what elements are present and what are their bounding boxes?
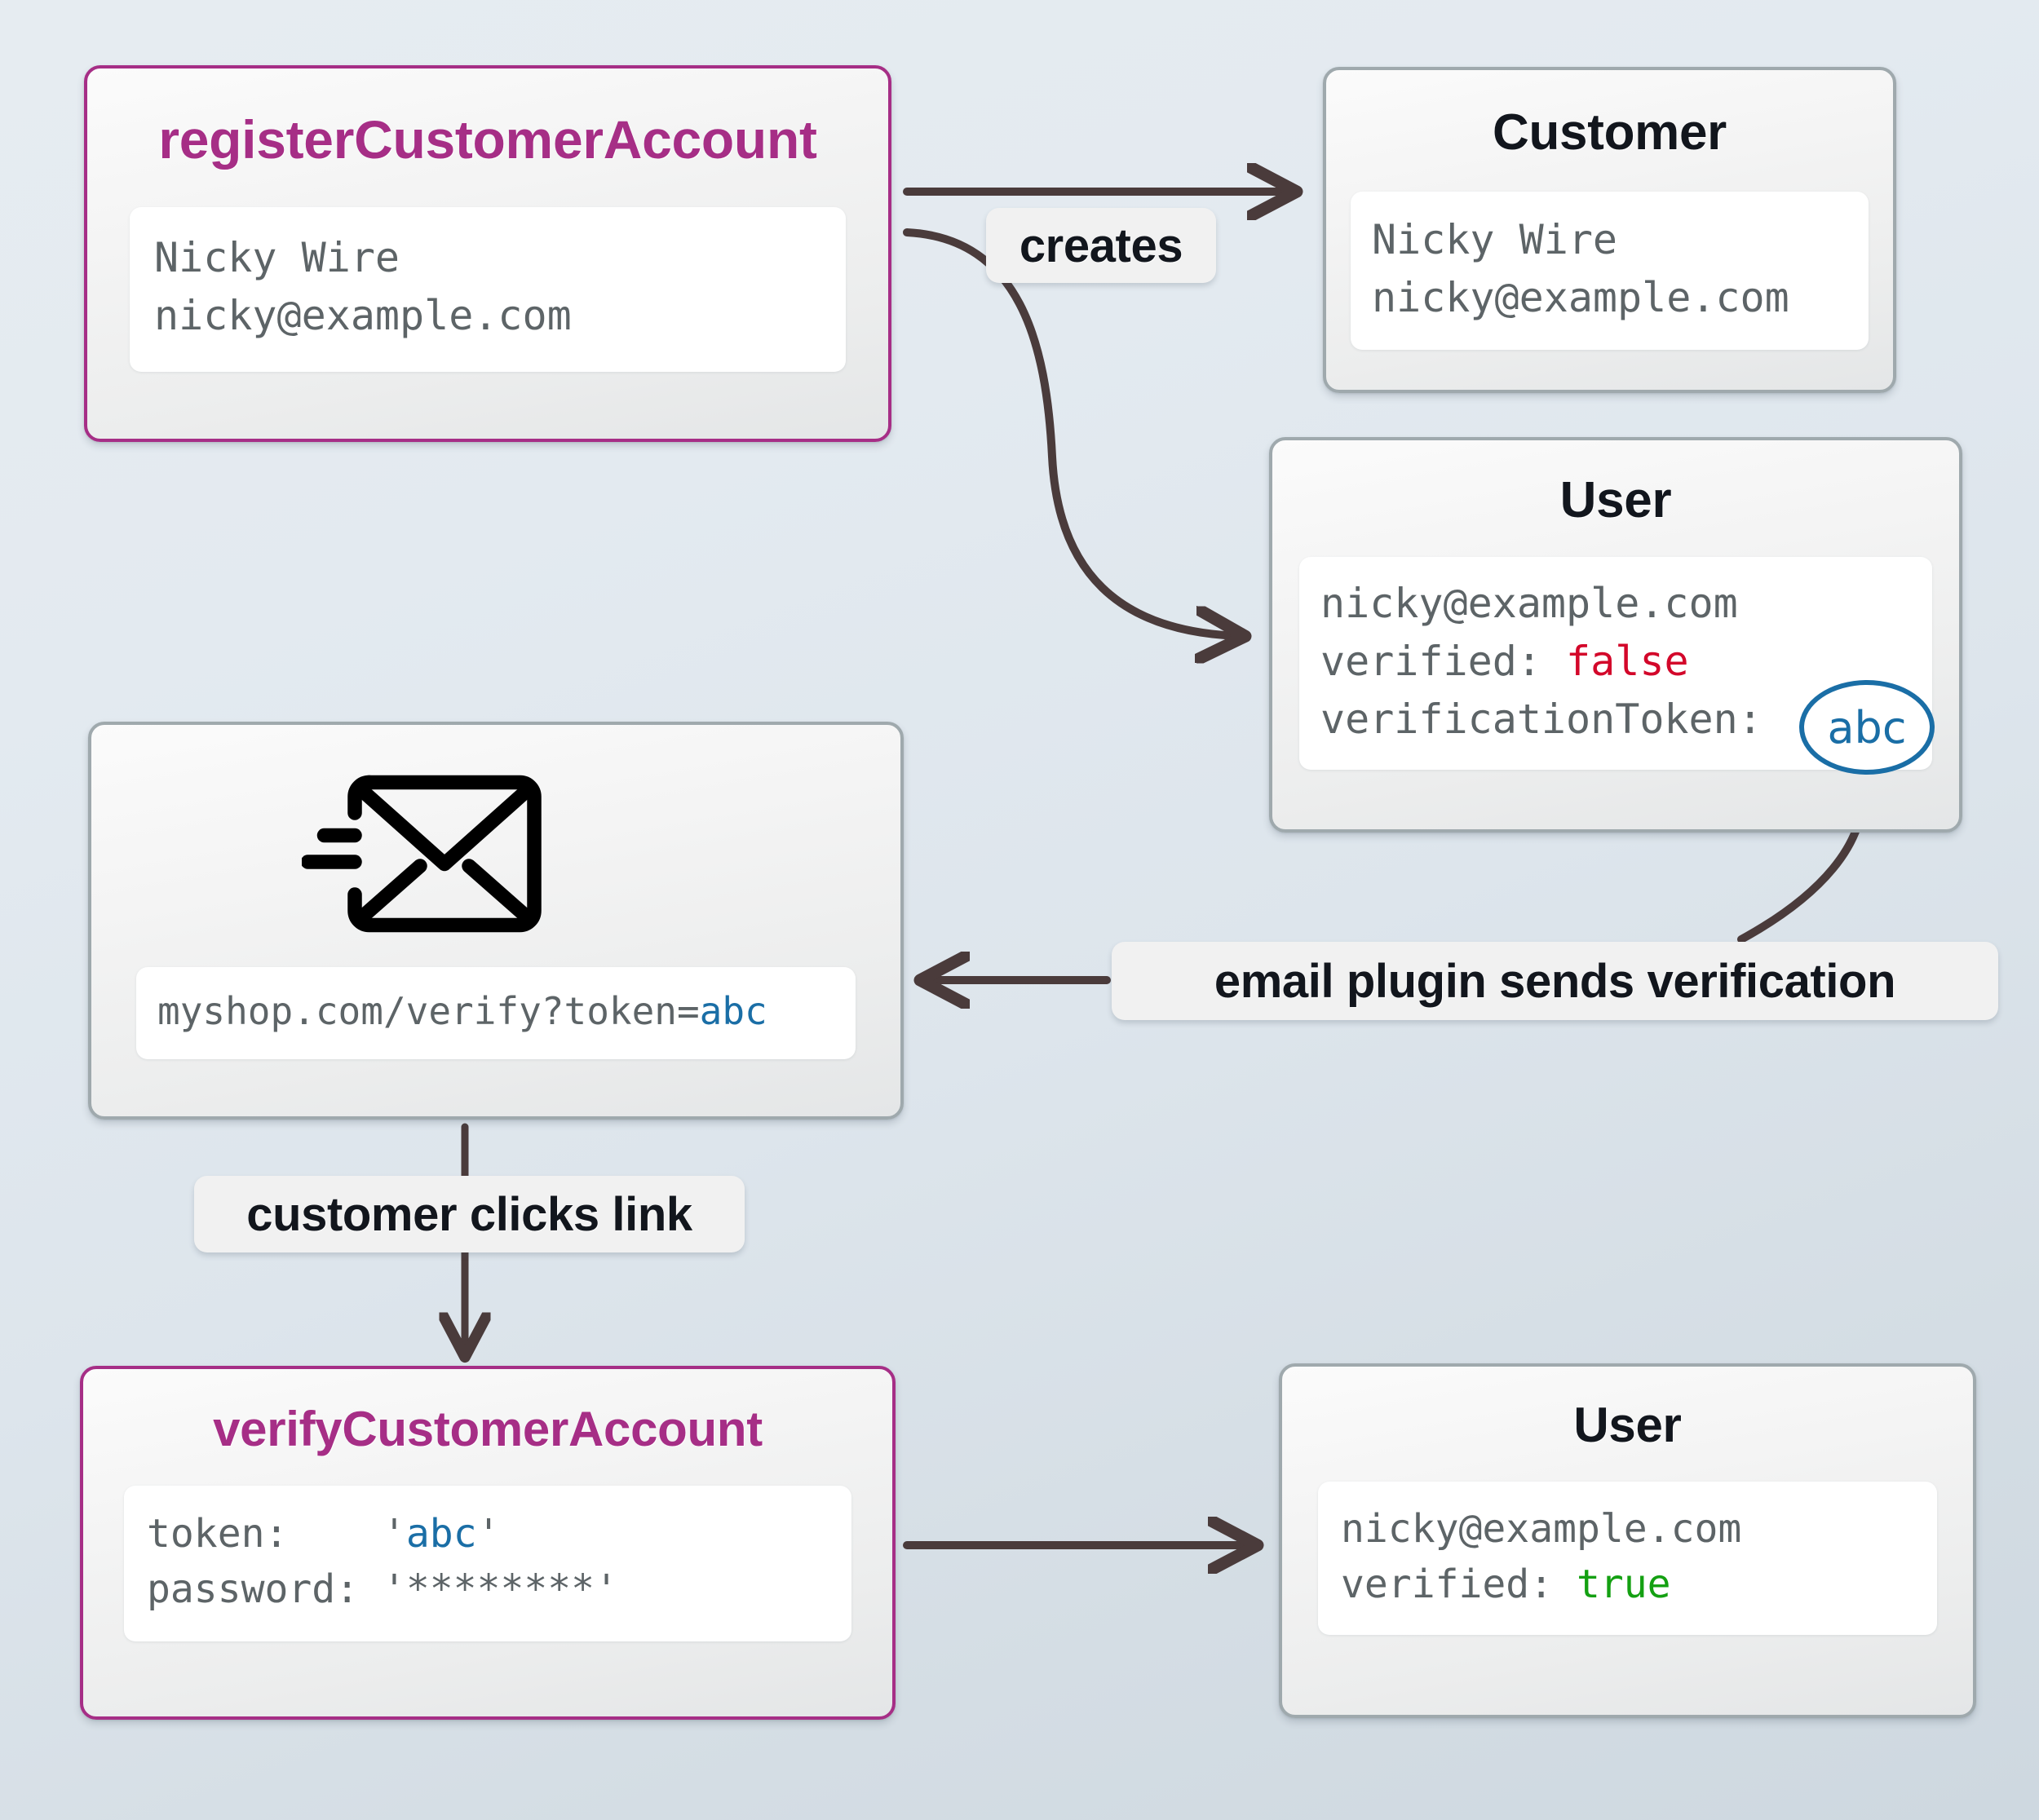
- field-token-quote-open: ': [382, 1511, 406, 1557]
- field-verification-token: verificationToken:: [1320, 691, 1911, 749]
- field-email: nicky@example.com: [1372, 274, 1789, 322]
- field-password-key: password:: [147, 1566, 383, 1613]
- verification-token-highlight: abc: [1799, 680, 1935, 775]
- node-customer[interactable]: Customer Nicky Wire nicky@example.com: [1323, 67, 1896, 393]
- field-token-quote-close: ': [476, 1511, 501, 1557]
- field-email: nicky@example.com: [1320, 580, 1738, 628]
- field-verified-value: true: [1576, 1562, 1671, 1608]
- node-title: User: [1573, 1398, 1682, 1452]
- field-email: nicky@example.com: [154, 292, 572, 340]
- field-verified-key: verified:: [1320, 638, 1567, 686]
- field-password-value: '********': [382, 1566, 618, 1613]
- envelope-send-icon: [302, 775, 542, 933]
- node-title: registerCustomerAccount: [158, 109, 817, 170]
- edge-label-customer-clicks-link: customer clicks link: [194, 1176, 745, 1252]
- field-verified-value: false: [1566, 638, 1689, 686]
- field-token-key: token:: [147, 1511, 383, 1557]
- node-fields-panel: nicky@example.com verified: true: [1318, 1482, 1937, 1636]
- node-fields-panel: token: 'abc' password: '********': [124, 1486, 851, 1642]
- field-verification-token-key: verificationToken:: [1320, 696, 1763, 744]
- edge-label-email-plugin-sends-verification: email plugin sends verification: [1112, 942, 1998, 1020]
- edge-register-to-user: [903, 228, 1240, 636]
- field-verified: verified: true: [1341, 1557, 1914, 1612]
- node-title: User: [1559, 472, 1672, 528]
- node-verify-customer-account[interactable]: verifyCustomerAccount token: 'abc' passw…: [80, 1366, 896, 1720]
- edge-label-creates: creates: [986, 208, 1216, 283]
- node-title: verifyCustomerAccount: [213, 1402, 763, 1456]
- node-register-customer-account[interactable]: registerCustomerAccount Nicky Wire nicky…: [84, 65, 891, 442]
- field-email: nicky@example.com: [1341, 1506, 1742, 1552]
- node-fields-panel: nicky@example.com verified: false verifi…: [1299, 557, 1932, 771]
- field-verified-key: verified:: [1341, 1562, 1577, 1608]
- verification-link-token: abc: [699, 989, 767, 1033]
- verification-link[interactable]: myshop.com/verify?token=abc: [157, 985, 834, 1038]
- verification-link-prefix: myshop.com/verify?token=: [157, 989, 700, 1033]
- field-name: Nicky Wire: [1372, 216, 1618, 264]
- field-name: Nicky Wire: [154, 234, 400, 282]
- verification-token-value: abc: [1827, 701, 1907, 753]
- verification-link-panel[interactable]: myshop.com/verify?token=abc: [136, 967, 856, 1060]
- field-verified: verified: false: [1320, 633, 1911, 691]
- field-token: token: 'abc': [147, 1506, 829, 1562]
- node-title: Customer: [1493, 104, 1727, 161]
- node-verification-email[interactable]: myshop.com/verify?token=abc: [88, 722, 904, 1120]
- node-fields-panel: Nicky Wire nicky@example.com: [130, 207, 846, 373]
- node-user-verified[interactable]: User nicky@example.com verified: true: [1279, 1363, 1976, 1718]
- node-fields-panel: Nicky Wire nicky@example.com: [1351, 192, 1869, 351]
- field-password: password: '********': [147, 1562, 829, 1617]
- field-token-value: abc: [405, 1511, 477, 1557]
